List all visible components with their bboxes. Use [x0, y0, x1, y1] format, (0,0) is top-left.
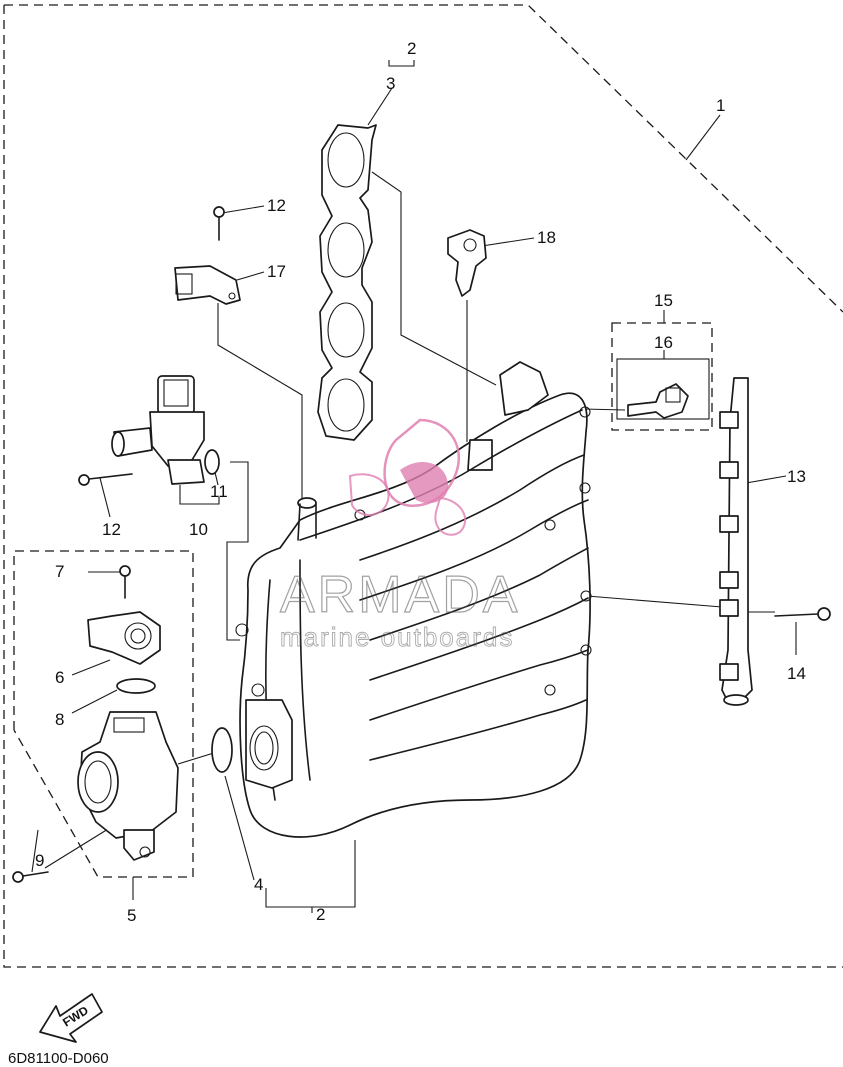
- bolt-14: [774, 607, 831, 621]
- callout-15: 15: [654, 291, 673, 310]
- bolt-7: [119, 565, 131, 599]
- bolt-12-middle: [78, 473, 133, 486]
- watermark-brand: ARMADA: [280, 566, 520, 624]
- watermark-tagline: marine outboards: [280, 622, 514, 652]
- callout-11: 11: [210, 482, 228, 501]
- forward-direction-arrow: FWD: [39, 993, 103, 1043]
- callout-9: 9: [35, 851, 44, 870]
- map-sensor-17: [174, 265, 241, 305]
- callout-16: 16: [654, 333, 673, 352]
- assembly-boundary-1: [3, 4, 843, 968]
- o-ring-11: [204, 449, 220, 475]
- armada-watermark: ARMADA marine outboards: [279, 418, 520, 652]
- callout-14: 14: [787, 664, 806, 683]
- callout-17: 17: [267, 262, 286, 281]
- callout-2-top: 2: [407, 39, 416, 58]
- callout-10: 10: [189, 520, 208, 539]
- callout-6: 6: [55, 668, 64, 687]
- fuel-injector-16: [627, 383, 689, 419]
- throttle-position-sensor-6: [87, 611, 161, 665]
- callout-13: 13: [787, 467, 806, 486]
- callout-8: 8: [55, 710, 64, 729]
- callout-18: 18: [537, 228, 556, 247]
- bolt-12-top: [213, 206, 225, 241]
- callout-12-middle: 12: [102, 520, 121, 539]
- injector-group-boundary-15: [611, 322, 713, 431]
- injector-group-boundary-16: [616, 358, 710, 420]
- callout-7: 7: [55, 562, 64, 581]
- callout-2-bottom: 2: [316, 905, 325, 924]
- callout-12-top: 12: [267, 196, 286, 215]
- callout-3: 3: [386, 74, 395, 93]
- armada-logo: [348, 418, 467, 536]
- bolt-9: [12, 871, 49, 883]
- o-ring-8: [116, 678, 156, 694]
- throttle-body-5: [77, 711, 179, 861]
- manifold-gasket: [317, 124, 377, 441]
- callout-5: 5: [127, 906, 136, 925]
- idle-speed-control-valve-10: [111, 375, 205, 485]
- callout-labels: 1 2 3 12 17 18 15 16 13 14 12 10 11 7 6 …: [35, 39, 806, 925]
- callout-4: 4: [254, 875, 263, 894]
- callout-1: 1: [716, 96, 725, 115]
- fuel-rail-13: [719, 377, 753, 706]
- leader-lines: [31, 60, 797, 913]
- gasket-4: [211, 727, 233, 773]
- clip-18: [447, 229, 487, 297]
- drawing-code: 6D81100-D060: [8, 1050, 109, 1067]
